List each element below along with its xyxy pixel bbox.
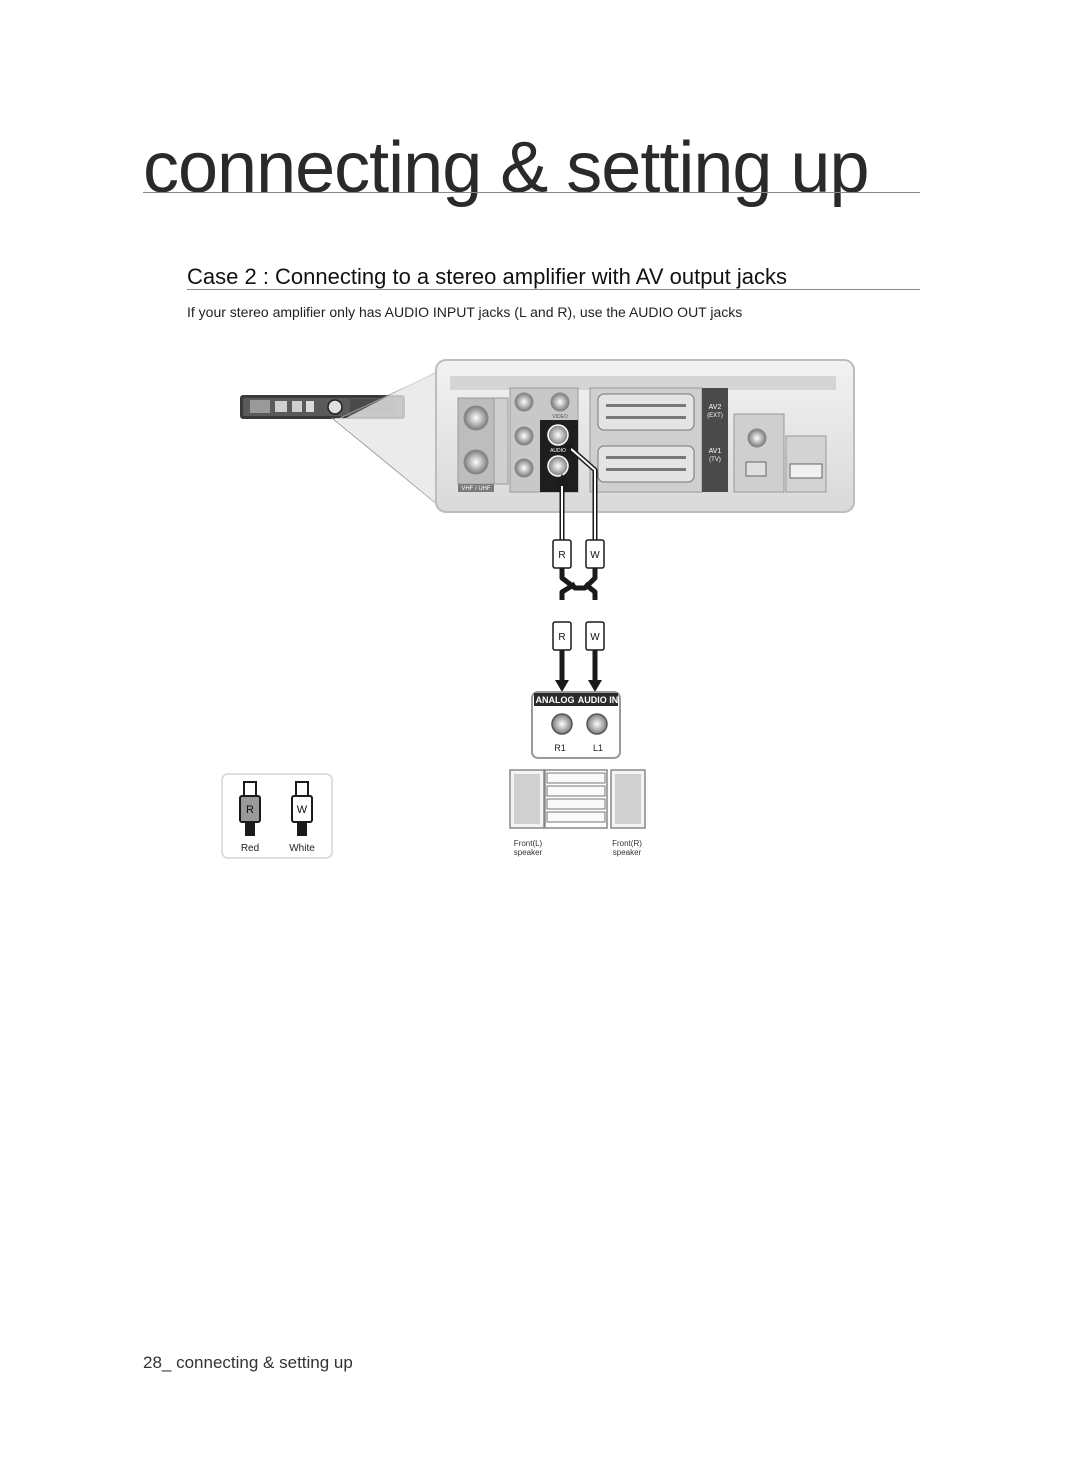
av1-label: AV1 xyxy=(709,448,722,455)
amplifier-input-panel: ANALOG AUDIO IN R1 L1 xyxy=(531,691,621,759)
section-heading-rule xyxy=(187,289,920,290)
legend-plug-r: R xyxy=(246,804,254,816)
back-panel: VHF / UHF VIDEO AUDIO AV2 (EXT) AV1 (TV) xyxy=(435,359,855,513)
stereo-system: Front(L) speaker Front(R) speaker xyxy=(509,769,646,857)
chapter-title-rule xyxy=(143,192,920,193)
front-right-label-2: speaker xyxy=(613,848,642,857)
intro-text: If your stereo amplifier only has AUDIO … xyxy=(187,304,743,320)
zoom-callout xyxy=(334,370,438,505)
footer-text: _ connecting & setting up xyxy=(161,1353,353,1372)
page-footer: 28_ connecting & setting up xyxy=(143,1353,353,1373)
jack-r1-label: R1 xyxy=(554,743,566,753)
av2-label: AV2 xyxy=(709,404,722,411)
arrow-down-right xyxy=(588,680,602,692)
video-label: VIDEO xyxy=(552,414,568,420)
lower-plug-r: R xyxy=(558,632,565,643)
lower-plug-w: W xyxy=(590,632,600,643)
front-left-label-1: Front(L) xyxy=(514,839,543,848)
upper-plug-r: R xyxy=(558,550,565,561)
arrow-up-left xyxy=(555,474,569,486)
jack-l1 xyxy=(586,713,608,735)
lower-plug-pair: R W xyxy=(552,621,605,651)
front-left-label-2: speaker xyxy=(514,848,543,857)
analog-label: ANALOG xyxy=(536,695,575,705)
section-heading: Case 2 : Connecting to a stereo amplifie… xyxy=(187,264,788,289)
jack-r1 xyxy=(551,713,573,735)
chapter-title: connecting & setting up xyxy=(143,128,870,208)
legend-red-label: Red xyxy=(241,843,259,854)
rf-label: VHF / UHF xyxy=(461,486,491,492)
audio-out-label: AUDIO xyxy=(550,448,566,454)
front-right-label-1: Front(R) xyxy=(612,839,642,848)
legend-plug-w: W xyxy=(297,804,308,816)
arrow-up-right xyxy=(563,441,574,452)
av1-sub-label: (TV) xyxy=(709,457,721,463)
audio-in-label: AUDIO IN xyxy=(578,695,619,705)
upper-plug-w: W xyxy=(590,550,600,561)
legend-white-label: White xyxy=(289,843,315,854)
arrow-down-left xyxy=(555,680,569,692)
upper-plug-pair: R W xyxy=(552,539,605,569)
plug-color-legend: R W Red White xyxy=(221,773,333,859)
av2-sub-label: (EXT) xyxy=(707,413,723,419)
footer-page-number: 28 xyxy=(143,1353,162,1372)
jack-l1-label: L1 xyxy=(593,743,603,753)
